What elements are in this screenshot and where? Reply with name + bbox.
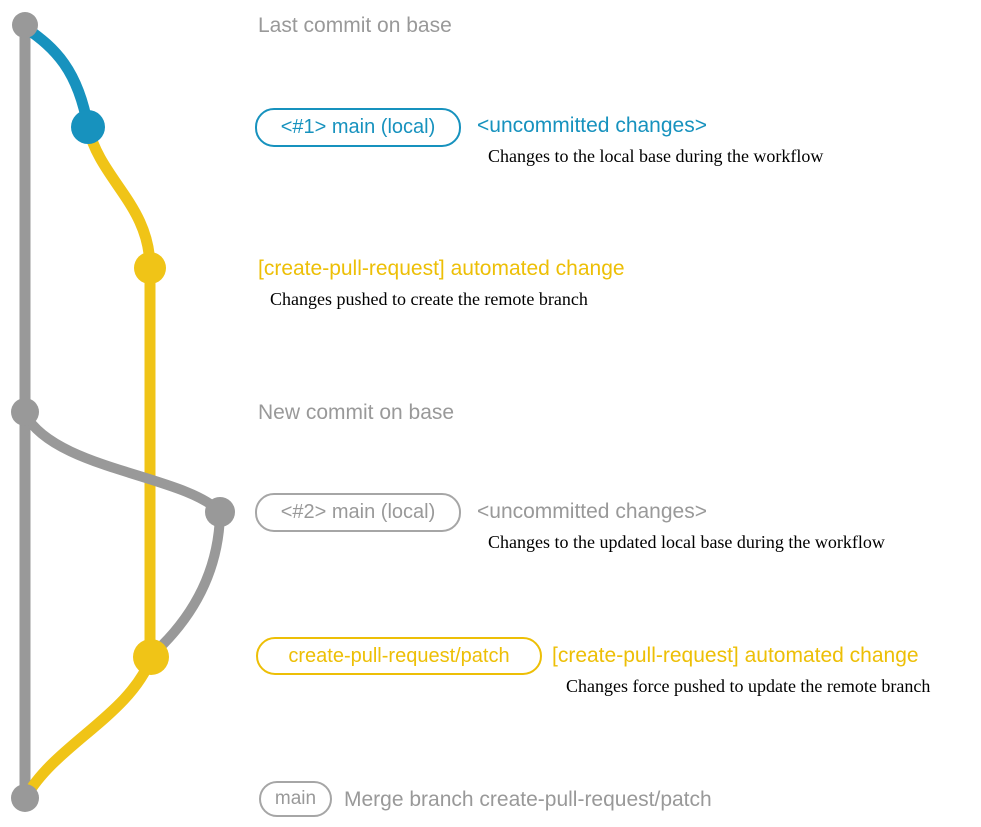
edge-uncommitted-2 [20, 409, 225, 517]
commit-node-last-commit-on-base [12, 12, 38, 38]
edge-automated-2 [147, 510, 225, 660]
commit-description-uncommitted-1: Changes to the local base during the wor… [488, 146, 824, 166]
commit-description-automated-1: Changes pushed to create the remote bran… [270, 289, 588, 309]
branch-badge-main: main [259, 781, 332, 817]
branch-badge-main-local-2: <#2> main (local) [255, 493, 461, 532]
commit-node-merge [11, 784, 39, 812]
commit-node-new-commit-on-base [11, 398, 39, 426]
commit-title-uncommitted-2: <uncommitted changes> [477, 500, 707, 523]
commit-node-uncommitted-1 [71, 110, 105, 144]
commit-title-merge: Merge branch create-pull-request/patch [344, 788, 712, 811]
commit-node-automated-2 [133, 639, 169, 675]
commit-description-automated-2: Changes force pushed to update the remot… [566, 676, 931, 696]
caption-new-commit-on-base: New commit on base [258, 401, 455, 424]
caption-last-commit-on-base: Last commit on base [258, 14, 452, 37]
commit-title-automated-1: [create-pull-request] automated change [258, 257, 625, 280]
commit-description-uncommitted-2: Changes to the updated local base during… [488, 532, 885, 552]
branch-badge-create-pull-request-patch: create-pull-request/patch [256, 637, 542, 675]
commit-node-automated-1 [134, 252, 166, 284]
commit-title-automated-2: [create-pull-request] automated change [552, 644, 919, 667]
commit-node-uncommitted-2 [205, 497, 235, 527]
edge-merge [20, 652, 157, 803]
branch-badge-main-local-1: <#1> main (local) [255, 108, 461, 147]
edge-automated-1 [82, 121, 156, 274]
edge-uncommitted-1 [20, 22, 94, 133]
commit-title-uncommitted-1: <uncommitted changes> [477, 114, 707, 137]
